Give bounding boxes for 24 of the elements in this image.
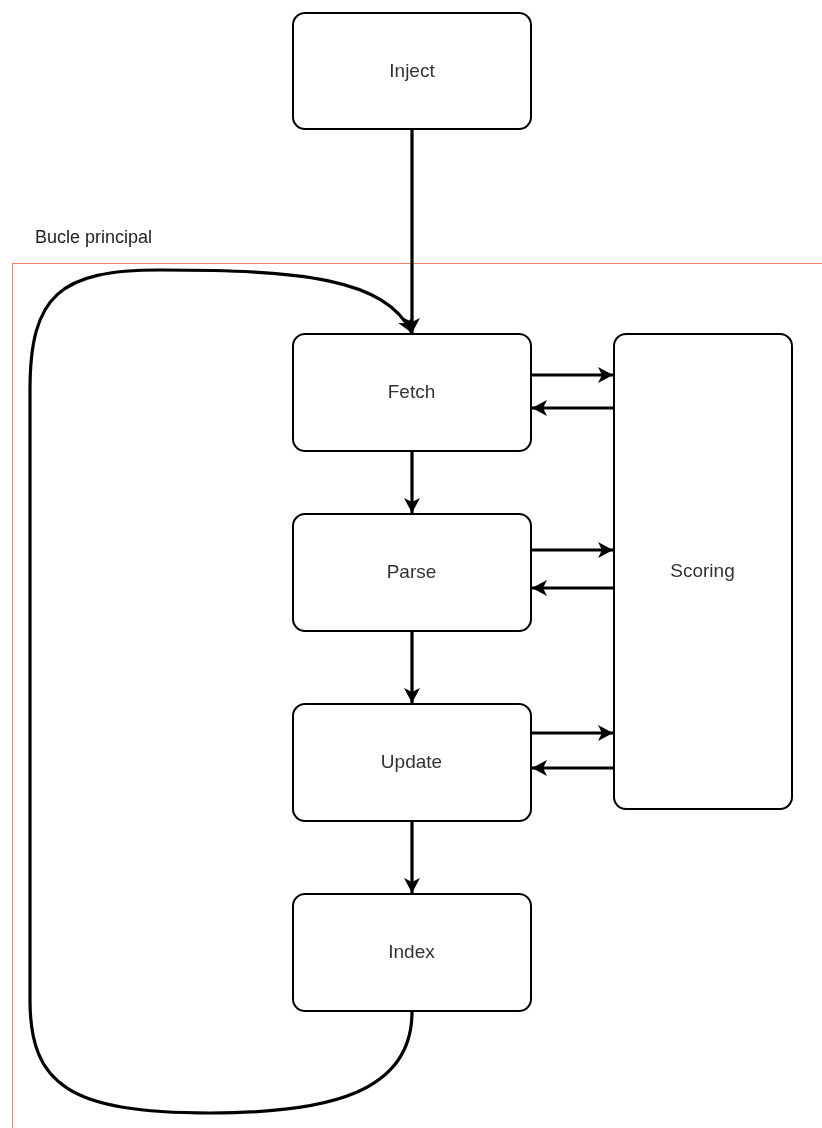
arrow <box>28 268 414 1115</box>
box-label: Index <box>388 941 435 963</box>
arrow <box>404 822 420 893</box>
arrow <box>532 400 613 416</box>
arrow <box>404 632 420 703</box>
arrow <box>532 542 613 558</box>
process-box <box>291 332 532 452</box>
arrow <box>532 580 613 596</box>
arrow <box>532 367 613 383</box>
arrow <box>404 452 420 513</box>
process-box <box>612 332 793 810</box>
box-label: Parse <box>386 561 437 583</box>
box-label: Update <box>380 751 443 773</box>
process-box <box>291 892 532 1012</box>
frame-title: Bucle principal <box>35 227 153 248</box>
arrow <box>404 130 420 333</box>
arrow <box>532 725 613 741</box>
box-label: Inject <box>389 60 435 82</box>
process-box <box>292 12 532 130</box>
process-box <box>291 702 532 822</box>
process-box <box>291 512 532 632</box>
arrow <box>532 760 613 776</box>
box-label: Fetch <box>387 381 436 403</box>
box-label: Scoring <box>670 560 735 582</box>
